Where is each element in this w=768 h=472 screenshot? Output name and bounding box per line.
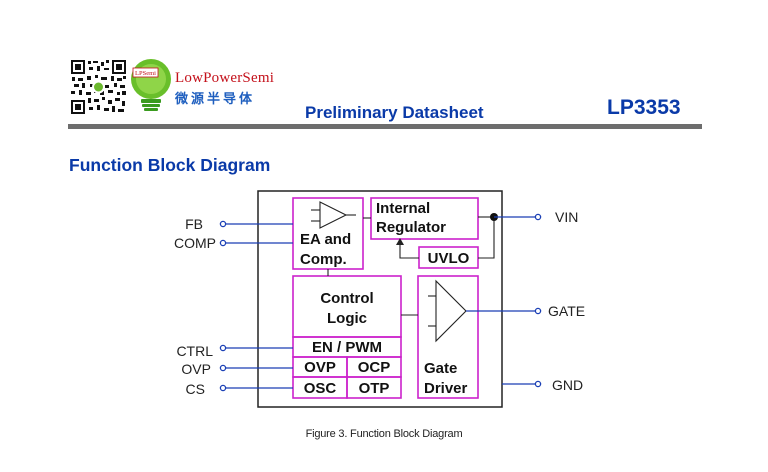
pin-vin-label: VIN <box>555 209 578 225</box>
pin-gate-label: GATE <box>548 303 585 319</box>
pin-vin-terminal <box>534 213 542 221</box>
logo-badge-text: LPSemi <box>135 70 156 77</box>
company-logo: LPSemi <box>131 59 171 111</box>
qr-code-image <box>70 59 127 115</box>
part-number: LP3353 <box>607 96 681 119</box>
document-subtitle: Preliminary Datasheet <box>305 103 484 122</box>
regulator-label-line1: Internal <box>376 200 430 217</box>
ea-label-line1: EA and <box>300 231 351 248</box>
brand-name-english: LowPowerSemi <box>175 70 275 86</box>
control-label-line2: Logic <box>327 310 367 327</box>
gate-driver-buffer-icon <box>428 279 467 343</box>
otp-block-label: OTP <box>359 380 390 397</box>
ocp-block-label: OCP <box>358 359 391 376</box>
pin-comp-label: COMP <box>174 235 216 251</box>
section-title: Function Block Diagram <box>69 155 271 175</box>
header-divider <box>68 124 702 129</box>
pin-comp-terminal <box>219 239 227 247</box>
pin-gnd-label: GND <box>552 377 583 393</box>
ovp-block-label: OVP <box>304 359 336 376</box>
gate-label-line1: Gate <box>424 360 457 377</box>
pin-cs-terminal <box>219 384 227 392</box>
pin-ctrl-terminal <box>219 344 227 352</box>
control-label-line1: Control <box>320 290 373 307</box>
uvlo-label: UVLO <box>428 250 470 267</box>
osc-block-label: OSC <box>304 380 337 397</box>
error-amplifier-icon <box>311 201 356 229</box>
otp-block <box>346 376 402 399</box>
gate-label-line2: Driver <box>424 380 468 397</box>
pin-gate-terminal <box>534 307 542 315</box>
pin-ctrl-label: CTRL <box>176 343 213 359</box>
brand-name-chinese: 微源半导体 <box>175 91 256 106</box>
chip-outline <box>257 190 503 408</box>
pin-fb-label: FB <box>185 216 203 232</box>
figure-caption: Figure 3. Function Block Diagram <box>305 428 463 440</box>
pin-ovp-terminal <box>219 364 227 372</box>
pin-gnd-terminal <box>534 380 542 388</box>
regulator-label-line2: Regulator <box>376 219 446 236</box>
pin-ovp-label: OVP <box>181 361 211 377</box>
en-pwm-label: EN / PWM <box>312 339 382 356</box>
gate-driver-block <box>417 275 479 399</box>
ea-label-line2: Comp. <box>300 251 347 268</box>
pin-fb-terminal <box>219 220 227 228</box>
pin-cs-label: CS <box>186 381 205 397</box>
